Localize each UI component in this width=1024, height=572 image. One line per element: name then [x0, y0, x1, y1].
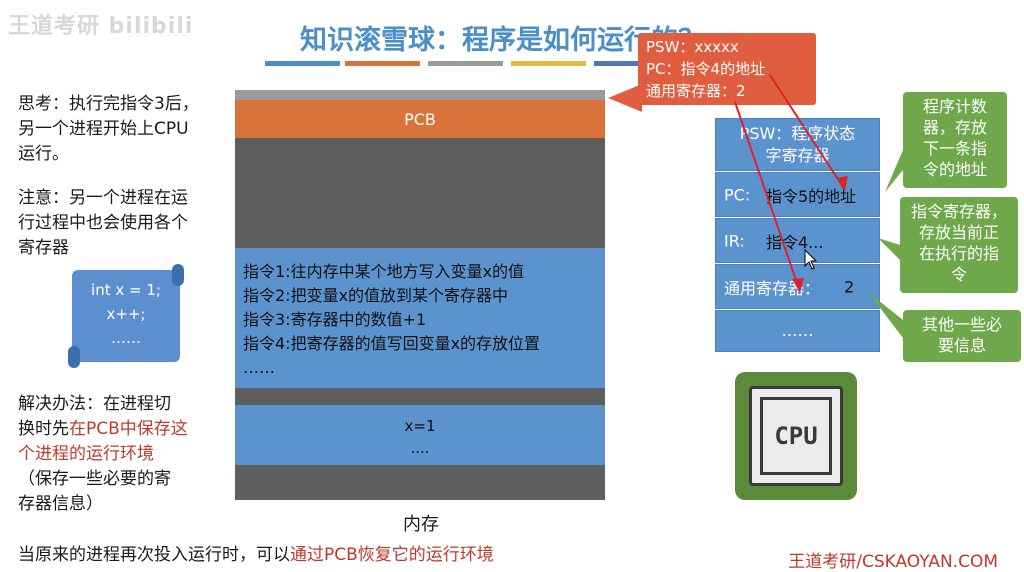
memory-label: 内存 — [403, 514, 439, 535]
bottom-text: 当原来的进程再次投入运行时，可以通过PCB恢复它的运行环境 — [18, 545, 494, 565]
pc-restore-arrowhead — [836, 176, 848, 190]
pcb-block: PCB — [235, 100, 605, 138]
saved-context-callout: PSW：xxxxx PC：指令4的地址 通用寄存器：2 — [638, 33, 816, 105]
note-text: 注意：另一个进程在运行过程中也会使用各个寄存器 — [18, 188, 188, 258]
slide-title: 知识滚雪球：程序是如何运行的？ — [300, 25, 705, 56]
title-stripe-3 — [428, 61, 503, 66]
psw-register: PSW：程序状态 字寄存器 — [715, 118, 880, 171]
instruction-3: 指令3:寄存器中的数值+1 — [243, 310, 427, 329]
gr-restore-arrowhead — [792, 278, 804, 292]
watermark-logo: 王道考研 bilibili — [8, 14, 194, 39]
code-line-2: x++; — [106, 305, 146, 323]
other-note-pointer — [868, 292, 903, 338]
more-registers: …… — [715, 310, 880, 352]
mouse-cursor-icon — [804, 248, 818, 270]
code-line-3: …… — [111, 329, 141, 347]
code-scroll: int x = 1; x++; …… — [68, 264, 184, 368]
program-instructions: 指令1:往内存中某个地方写入变量x的值 指令2:把变量x的值放到某个寄存器中 指… — [235, 248, 605, 388]
title-stripe-2 — [345, 61, 420, 66]
title-stripe-1 — [265, 61, 340, 66]
pc-restore-arrow — [769, 74, 846, 191]
other-note: 其他一些必要信息 — [903, 310, 1021, 362]
instruction-2: 指令2:把变量x的值放到某个寄存器中 — [243, 286, 509, 305]
ir-note: 指令寄存器，存放当前正 在执行的指令 — [900, 197, 1018, 293]
title-stripe-4 — [511, 61, 586, 66]
general-register: 通用寄存器： 2 — [715, 264, 880, 309]
pc-note: 程序计数器，存放 下一条指令的地址 — [903, 92, 1007, 188]
solution-text: 解决办法：在进程切 换时先在PCB中保存这 个进程的运行环境 （保存一些必要的寄… — [18, 394, 188, 514]
callout-tail — [608, 84, 642, 112]
pc-note-pointer — [885, 150, 903, 192]
gr-restore-arrow — [734, 101, 801, 293]
instruction-more: …… — [243, 358, 275, 377]
ir-note-pointer — [878, 238, 900, 260]
title-stripe-5 — [594, 61, 669, 66]
data-block: x=1 .... — [235, 405, 605, 465]
instruction-4: 指令4:把寄存器的值写回变量x的存放位置 — [243, 334, 541, 353]
code-line-1: int x = 1; — [91, 281, 161, 299]
pc-register: PC: 指令5的地址 — [715, 172, 880, 217]
instruction-1: 指令1:往内存中某个地方写入变量x的值 — [243, 262, 525, 281]
cpu-icon: CPU — [735, 372, 857, 500]
brand-footer: 王道考研/CSKAOYAN.COM — [788, 552, 998, 572]
